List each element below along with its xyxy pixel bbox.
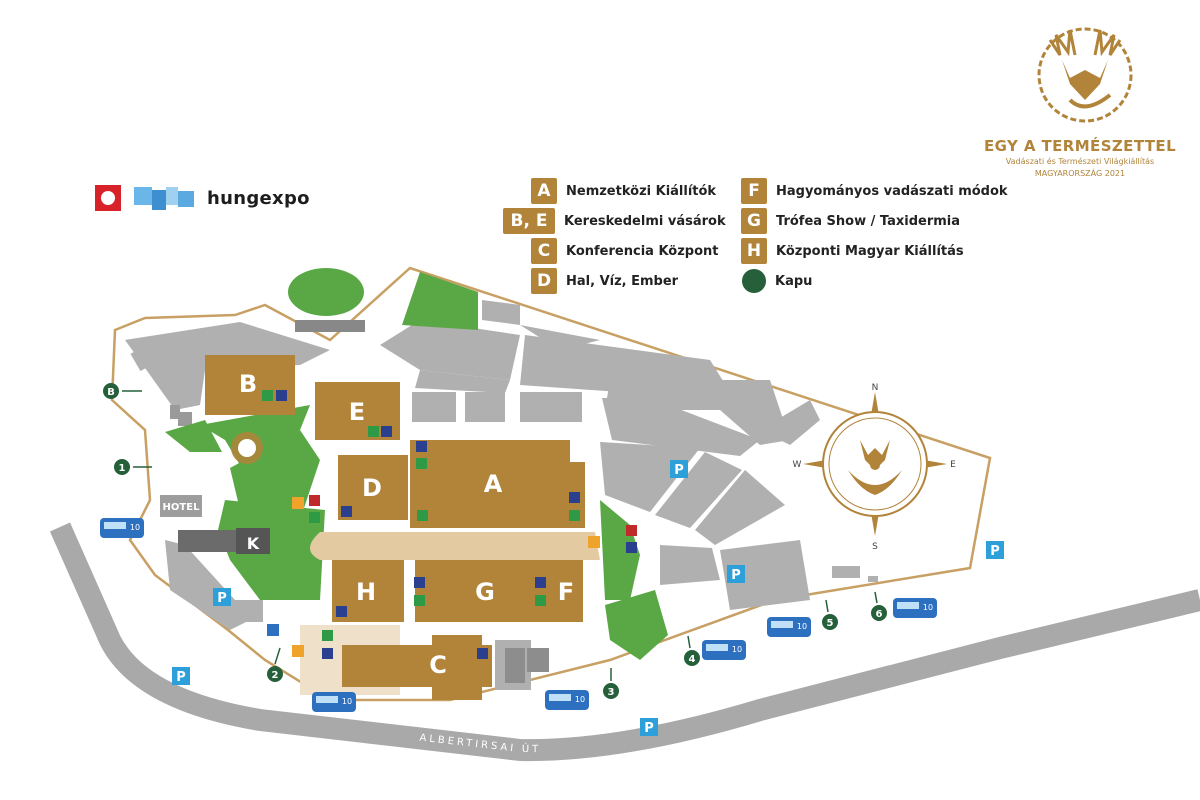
svg-text:P: P: [644, 721, 654, 736]
green-areas: [165, 268, 668, 660]
legend-text: Központi Magyar Kiállítás: [776, 243, 964, 259]
svg-text:6: 6: [876, 609, 883, 620]
svg-text:10: 10: [342, 697, 352, 706]
svg-text:P: P: [217, 591, 227, 606]
stadium-stand: [295, 320, 365, 332]
legend-badge: F: [741, 178, 767, 204]
albertirsai-road: [49, 522, 1200, 762]
event-title: EGY A TERMÉSZETTEL: [983, 137, 1177, 155]
hungexpo-wordmark: hungexpo: [207, 188, 310, 209]
hall-f: [533, 560, 583, 622]
svg-text:1: 1: [119, 463, 126, 474]
svg-text:2: 2: [272, 670, 279, 681]
hall-g: [415, 560, 533, 622]
gate-4: 4: [684, 635, 700, 666]
svg-text:S: S: [872, 542, 878, 552]
hall-label-h: H: [356, 578, 376, 606]
legend-text: Kereskedelmi vásárok: [564, 213, 726, 229]
hall-b: [205, 355, 295, 415]
legend-badge: B, E: [503, 208, 555, 234]
stadium-field: [288, 268, 364, 316]
hall-label-e: E: [349, 398, 365, 426]
gate-6: 6: [871, 591, 887, 621]
legend-item-g: G Trófea Show / Taxidermia: [741, 208, 960, 234]
svg-text:W: W: [793, 460, 802, 470]
hotel-building: [160, 495, 202, 517]
hall-label-g: G: [475, 578, 495, 606]
legend-text: Hal, Víz, Ember: [566, 273, 679, 289]
svg-text:10: 10: [575, 695, 585, 704]
legend-text: Trófea Show / Taxidermia: [776, 213, 961, 229]
event-emblem: [1037, 27, 1133, 123]
svg-text:N: N: [872, 383, 879, 393]
hall-label-d: D: [362, 474, 382, 502]
hall-label-c: C: [429, 651, 447, 679]
hotel-label: HOTEL: [163, 502, 201, 513]
svg-text:P: P: [674, 463, 684, 478]
hall-label-b: B: [239, 370, 257, 398]
compass-rose: N S E W: [793, 383, 957, 552]
svg-text:P: P: [176, 670, 186, 685]
hall-a: [410, 440, 585, 528]
svg-text:10: 10: [732, 645, 742, 654]
legend-text: Konferencia Központ: [566, 243, 719, 259]
svg-text:10: 10: [923, 603, 933, 612]
svg-text:10: 10: [797, 622, 807, 631]
gate-2: 2: [267, 647, 283, 682]
halls: [160, 355, 585, 700]
gate-1: 1: [114, 459, 152, 475]
svg-text:4: 4: [689, 654, 696, 665]
legend-item-gate: Kapu: [742, 268, 812, 294]
antler-emblem: [231, 432, 263, 464]
hall-label-a: A: [484, 470, 503, 498]
legend-badge: C: [531, 238, 557, 264]
legend-text: Kapu: [775, 273, 813, 289]
svg-text:P: P: [990, 544, 1000, 559]
legend-text: Nemzetközi Kiállítók: [566, 183, 717, 199]
legend-text: Hagyományos vadászati módok: [776, 183, 1008, 199]
gate-5: 5: [822, 599, 838, 630]
legend-badge: A: [531, 178, 557, 204]
legend-badge: D: [531, 268, 557, 294]
hall-label-f: F: [558, 578, 574, 606]
legend-badge: G: [741, 208, 767, 234]
legend-item-d: D Hal, Víz, Ember: [531, 268, 678, 294]
legend-item-f: F Hagyományos vadászati módok: [741, 178, 1008, 204]
gray-areas: [125, 300, 878, 690]
legend-item-h: H Központi Magyar Kiállítás: [741, 238, 964, 264]
svg-text:5: 5: [827, 618, 834, 629]
hungexpo-logo: [95, 185, 194, 211]
gate-3: 3: [603, 668, 619, 699]
legend-item-b-e: B, E Kereskedelmi vásárok: [503, 208, 726, 234]
hall-label-k: K: [247, 534, 260, 553]
gate-dot-icon: [742, 269, 766, 293]
event-subtitle-year: MAGYARORSZÁG 2021: [1034, 169, 1126, 178]
restroom-icons: [262, 390, 637, 659]
svg-text:10: 10: [130, 523, 140, 532]
parking-signs: P P P P P P: [172, 460, 1004, 736]
svg-text:3: 3: [608, 687, 615, 698]
svg-text:P: P: [731, 568, 741, 583]
gate-b: B: [103, 383, 142, 399]
svg-text:B: B: [107, 387, 115, 398]
svg-text:E: E: [950, 460, 956, 470]
legend-item-c: C Konferencia Központ: [531, 238, 719, 264]
legend-item-a: A Nemzetközi Kiállítók: [531, 178, 716, 204]
map-legend: A Nemzetközi Kiállítók B, E Kereskedelmi…: [503, 178, 1023, 298]
legend-badge: H: [741, 238, 767, 264]
bus-stops: 10 10 10 10 10 10: [100, 518, 937, 712]
event-subtitle: Vadászati és Természeti Világkiállítás: [1005, 157, 1155, 166]
gates: B 1 2 3 4 5 6: [103, 383, 887, 699]
